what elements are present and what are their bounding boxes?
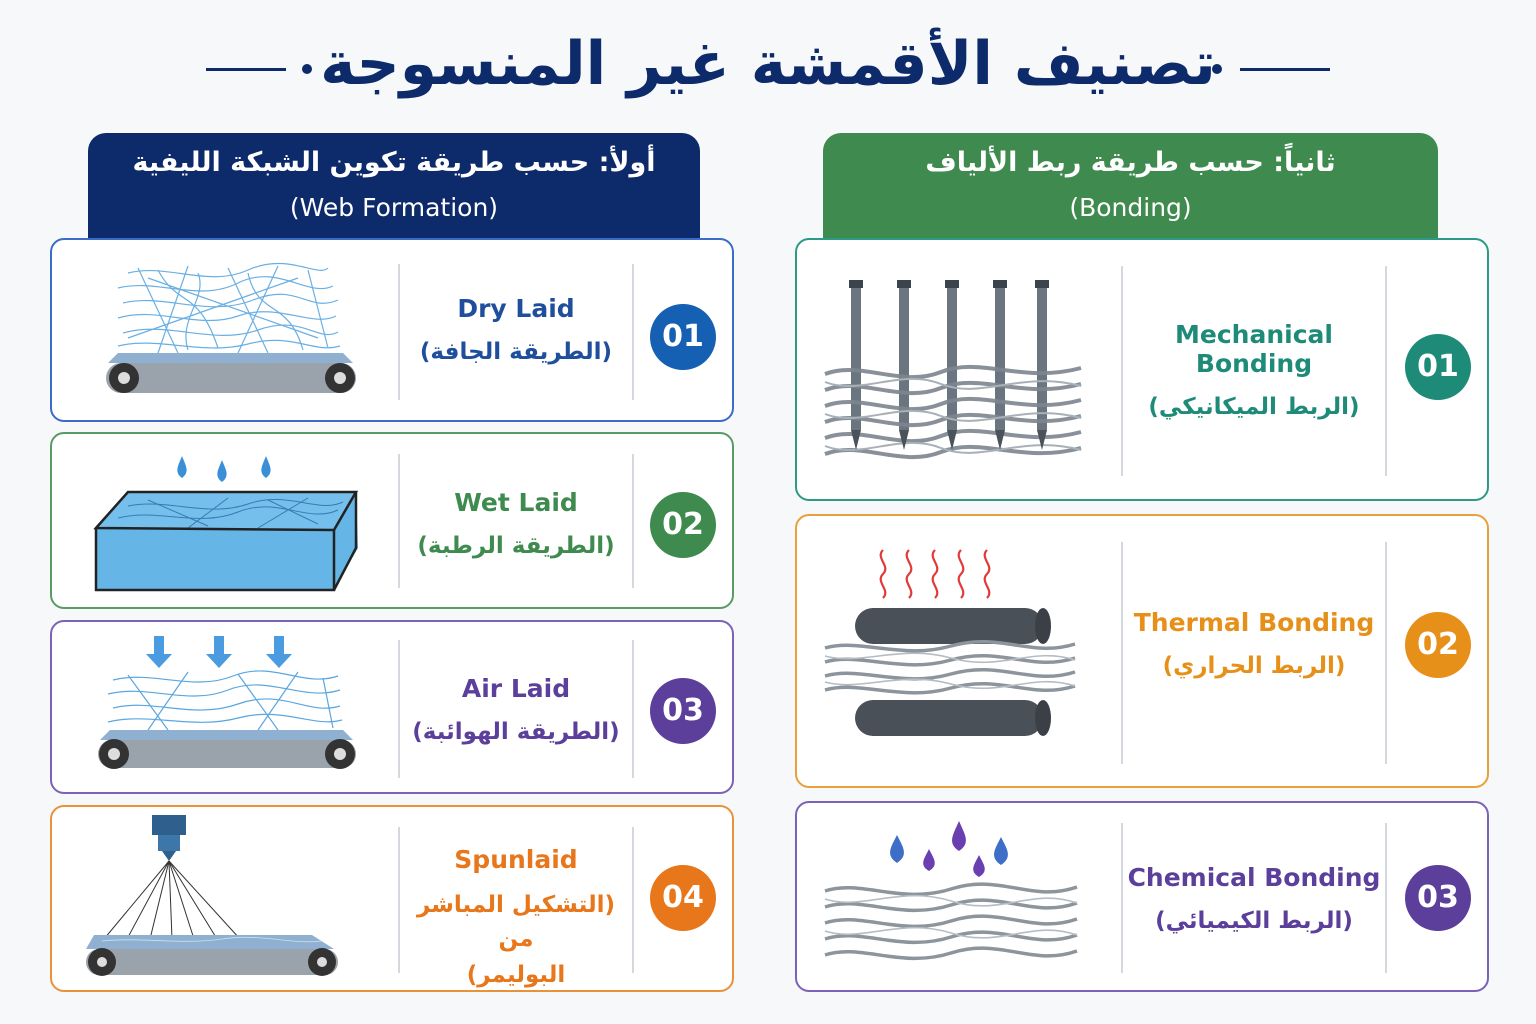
needle-punch-icon (824, 280, 1082, 460)
bonding-header-en: (Bonding) (1069, 193, 1192, 222)
dry-laid-ar: (الطريقة الجافة) (419, 339, 613, 365)
badge-02-web: 02 (650, 492, 716, 558)
spunlaid-ar: (التشكيل المباشر من (416, 892, 615, 952)
card-mechanical-bonding: Mechanical Bonding (الربط الميكانيكي) 01 (795, 238, 1489, 501)
badge-02-bonding: 02 (1405, 612, 1471, 678)
card-wet-laid: Wet Laid (الطريقة الرطبة) 02 (50, 432, 734, 609)
spinneret-conveyor-icon (86, 815, 338, 976)
water-tank-icon (93, 456, 359, 592)
card-thermal-bonding: Thermal Bonding (الربط الحراري) 02 (795, 514, 1489, 788)
web-formation-header-en: (Web Formation) (289, 193, 499, 222)
wet-laid-en: Wet Laid (454, 488, 578, 517)
mechanical-bonding-label: Mechanical Bonding (الربط الميكانيكي) (1123, 320, 1385, 424)
title-area: تصنيف الأقمشة غير المنسوجة (0, 22, 1536, 112)
spunlaid-label: Spunlaid (التشكيل المباشر من البوليمر) (402, 845, 630, 992)
thermal-bonding-en: Thermal Bonding (1133, 608, 1375, 637)
badge-04-web: 04 (650, 865, 716, 931)
thermal-bonding-ar: (الربط الحراري) (1162, 653, 1346, 679)
air-flow-conveyor-icon (98, 636, 356, 769)
web-formation-header: أولأ: حسب طريقة تكوين الشبكة الليفية (We… (88, 133, 700, 239)
chemical-bonding-label: Chemical Bonding (الربط الكيميائي) (1123, 863, 1385, 938)
spunlaid-ar-2: البوليمر) (466, 962, 566, 988)
bonding-header: ثانياً: حسب طريقة ربط الألياف (Bonding) (823, 133, 1438, 239)
badge-03-bonding: 03 (1405, 865, 1471, 931)
dry-laid-en: Dry Laid (457, 294, 575, 323)
dry-laid-label: Dry Laid (الطريقة الجافة) (402, 294, 630, 369)
card-air-laid: Air Laid (الطريقة الهوائبة) 03 (50, 620, 734, 794)
card-chemical-bonding: Chemical Bonding (الربط الكيميائي) 03 (795, 801, 1489, 992)
conveyor-fiber-web-icon (106, 262, 356, 393)
web-formation-header-ar: أولأ: حسب طريقة تكوين الشبكة الليفية (132, 147, 656, 178)
wet-laid-label: Wet Laid (الطريقة الرطبة) (402, 488, 630, 563)
chemical-drops-icon (824, 821, 1078, 961)
mechanical-bonding-ar: (الربط الميكانيكي) (1148, 394, 1360, 420)
card-dry-laid: Dry Laid (الطريقة الجافة) 01 (50, 238, 734, 422)
card-spunlaid: Spunlaid (التشكيل المباشر من البوليمر) 0… (50, 805, 734, 992)
badge-03-web: 03 (650, 678, 716, 744)
air-laid-en: Air Laid (461, 674, 571, 703)
badge-01-web: 01 (650, 304, 716, 370)
wet-laid-ar: (الطريقة الرطبة) (417, 533, 615, 559)
bonding-header-ar: ثانياً: حسب طريقة ربط الألياف (925, 147, 1336, 178)
air-laid-ar: (الطريقة الهوائبة) (412, 719, 620, 745)
chemical-bonding-ar: (الربط الكيميائي) (1155, 908, 1353, 934)
chemical-bonding-en: Chemical Bonding (1127, 863, 1381, 892)
thermal-bonding-label: Thermal Bonding (الربط الحراري) (1123, 608, 1385, 683)
spunlaid-en: Spunlaid (454, 845, 578, 874)
heated-rollers-icon (824, 549, 1076, 736)
page-title: تصنيف الأقمشة غير المنسوجة (320, 29, 1216, 99)
mechanical-bonding-en: Mechanical Bonding (1175, 320, 1333, 378)
badge-01-bonding: 01 (1405, 334, 1471, 400)
air-laid-label: Air Laid (الطريقة الهوائبة) (402, 674, 630, 749)
